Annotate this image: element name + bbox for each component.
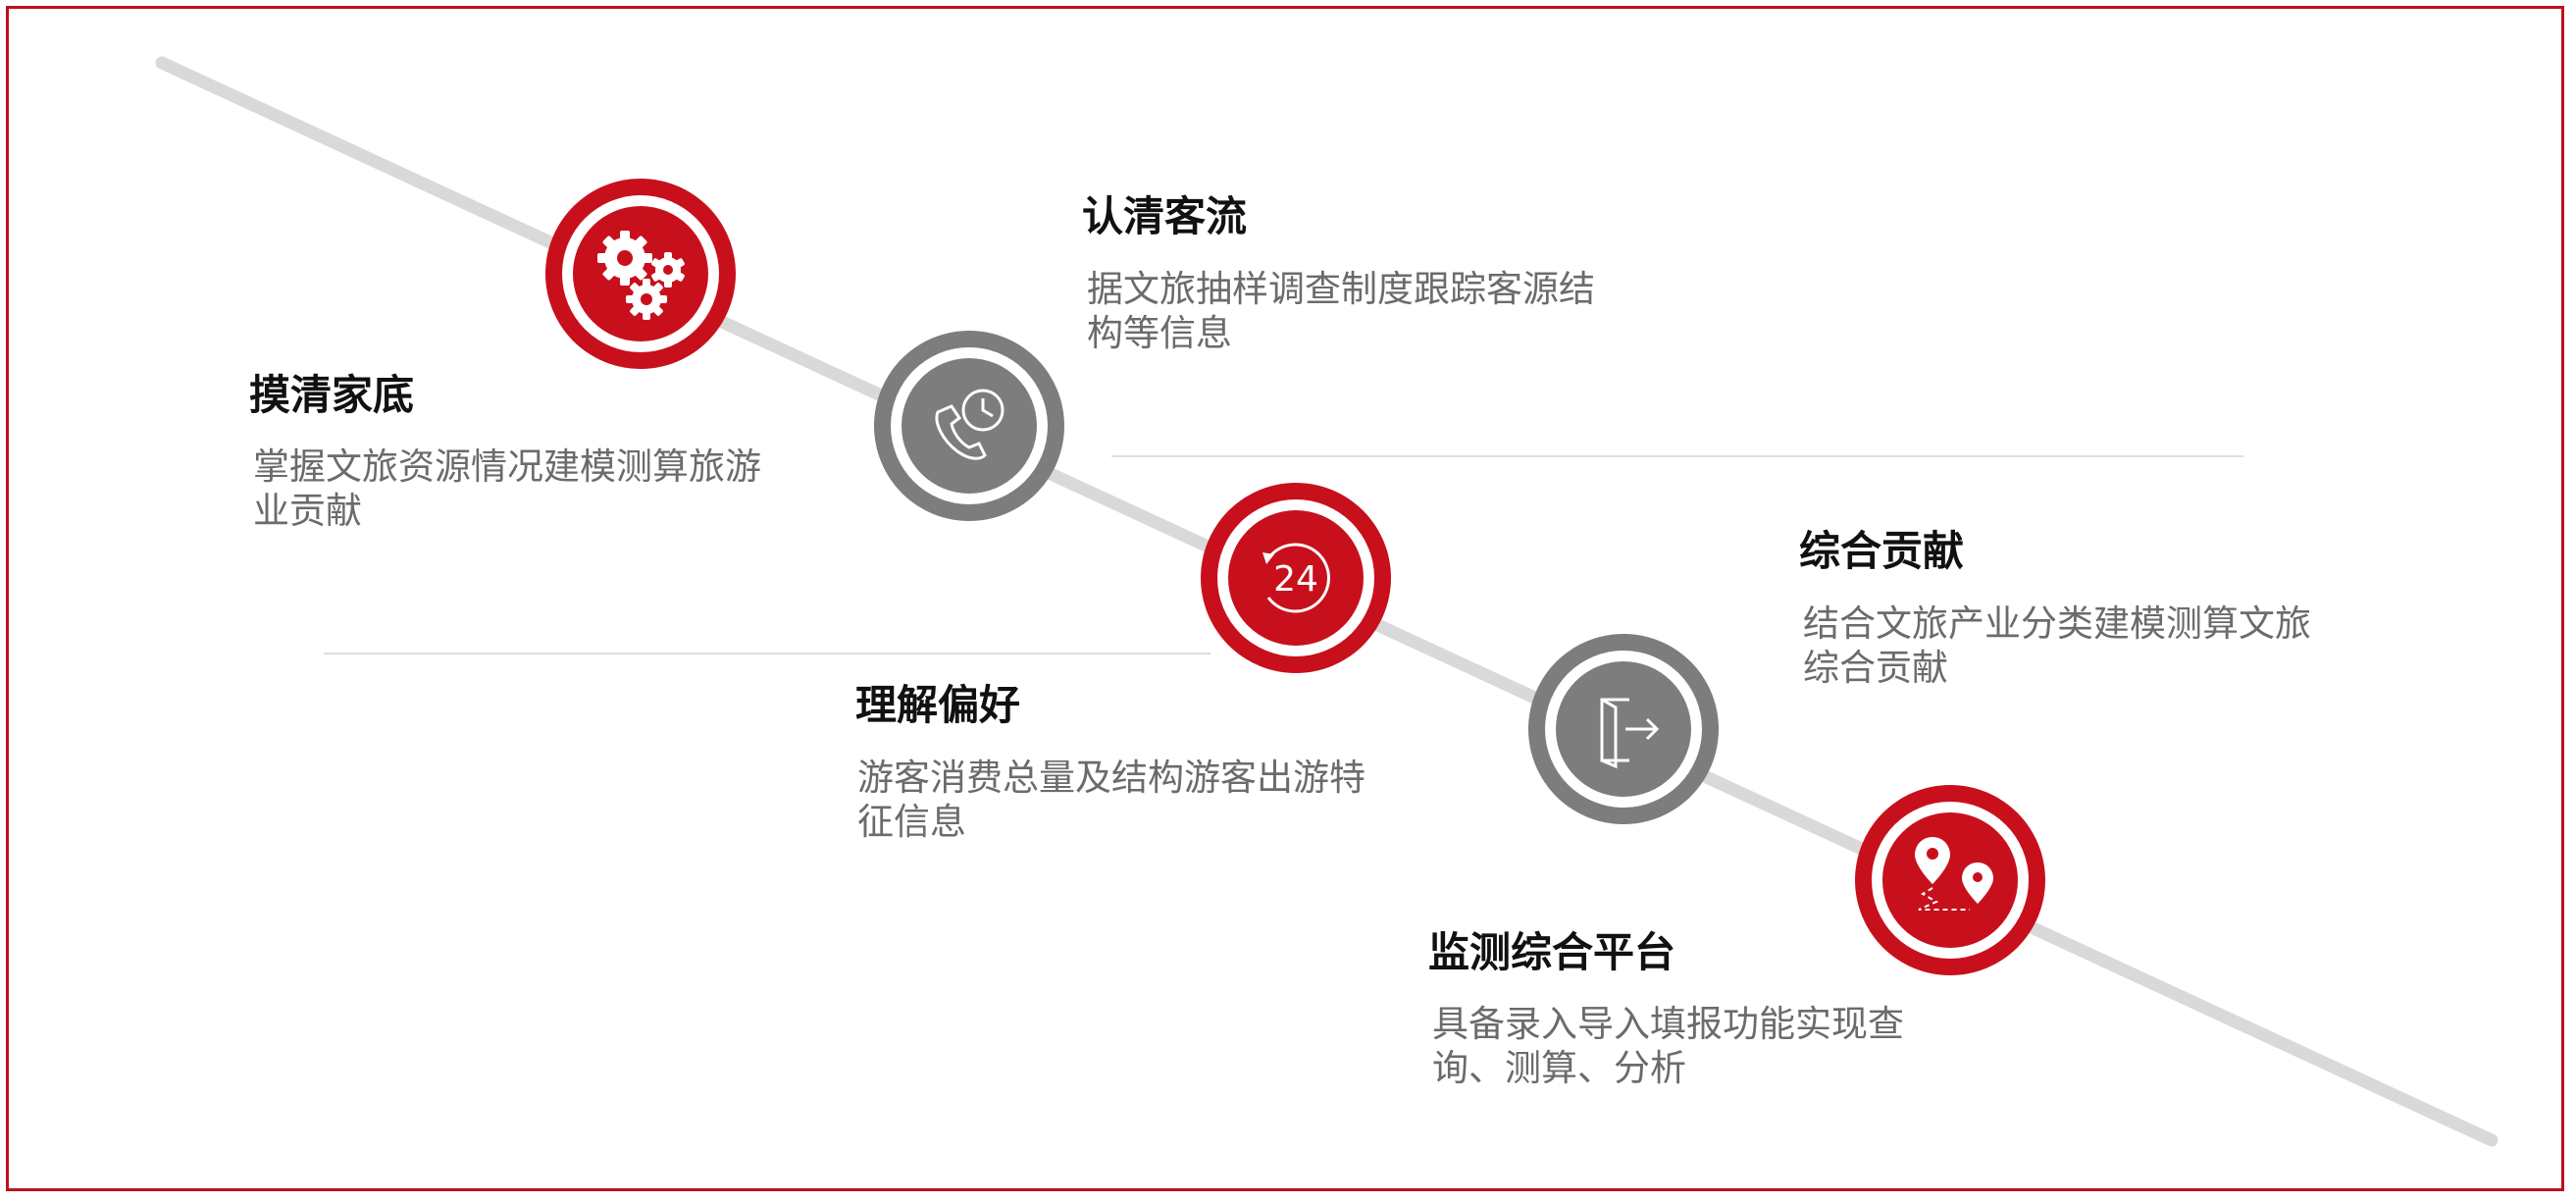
step-2-title: 认清客流 [1082, 192, 1248, 240]
step-1-node [545, 179, 736, 369]
step-3-desc: 游客消费总量及结构游客出游特征信息 [857, 757, 1365, 843]
step-3-title: 理解偏好 [855, 681, 1021, 729]
step-3-node: 24 [1201, 483, 1391, 673]
step-1-desc: 掌握文旅资源情况建模测算旅游业贡献 [253, 445, 761, 532]
divider-upper [1111, 455, 2243, 457]
step-1-title: 摸清家底 [249, 371, 415, 419]
step-4-desc: 结合文旅产业分类建模测算文旅综合贡献 [1803, 602, 2311, 689]
step-5-title: 监测综合平台 [1428, 928, 1676, 976]
exit-door-icon [1600, 698, 1660, 769]
gears-icon [597, 231, 685, 320]
phone-clock-icon [935, 389, 1005, 460]
divider-lower [324, 653, 1211, 654]
step-2-node [874, 331, 1064, 521]
step-5-desc: 具备录入导入填报功能实现查询、测算、分析 [1432, 1003, 1904, 1089]
step-4-title: 综合贡献 [1799, 527, 1965, 575]
map-route-icon [1915, 837, 1993, 911]
step-5-node [1855, 785, 2045, 975]
outer-frame [6, 6, 2564, 1191]
step-2-desc: 据文旅抽样调查制度跟踪客源结构等信息 [1087, 268, 1595, 354]
24-hour-icon: 24 [1262, 543, 1330, 613]
svg-text:24: 24 [1273, 559, 1318, 600]
step-4-node [1528, 634, 1719, 824]
